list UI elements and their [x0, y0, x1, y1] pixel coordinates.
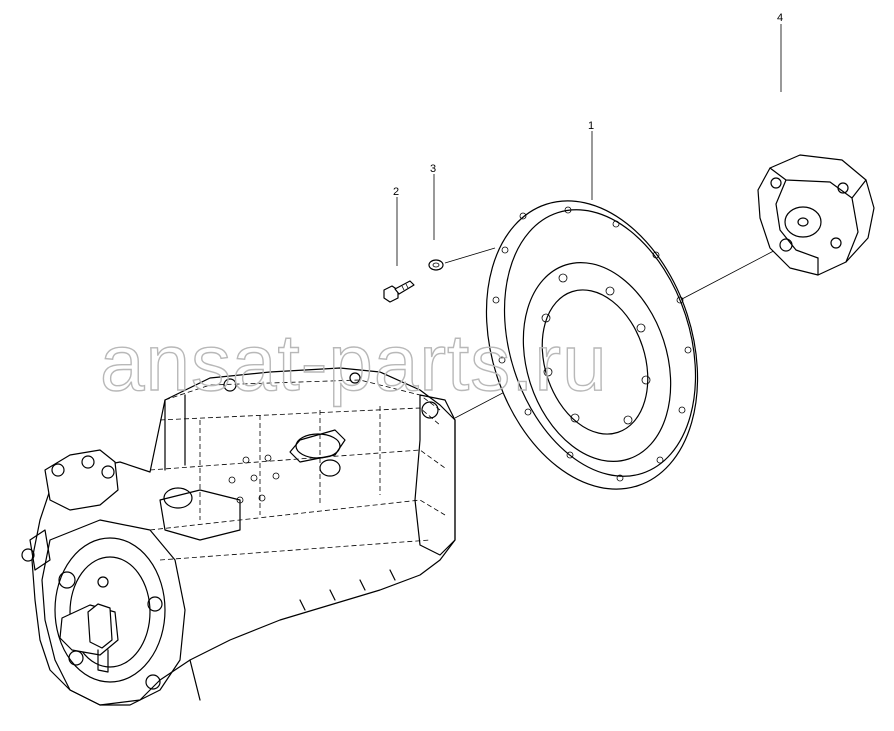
- callout-2: 2: [393, 186, 399, 198]
- flange-plate-part-1: [485, 200, 699, 490]
- flange-bolt-holes: [492, 206, 692, 482]
- bolt-part-2: [383, 280, 415, 303]
- watermark: ansat-parts.ru: [100, 318, 608, 407]
- callout-3: 3: [430, 163, 436, 175]
- hydraulic-pump-assembly: [21, 367, 456, 706]
- washer-part-3: [428, 259, 444, 271]
- coupling-part-4: [757, 154, 875, 276]
- callout-4: 4: [777, 12, 783, 24]
- callout-leaders: [396, 24, 782, 266]
- callout-1: 1: [588, 120, 594, 132]
